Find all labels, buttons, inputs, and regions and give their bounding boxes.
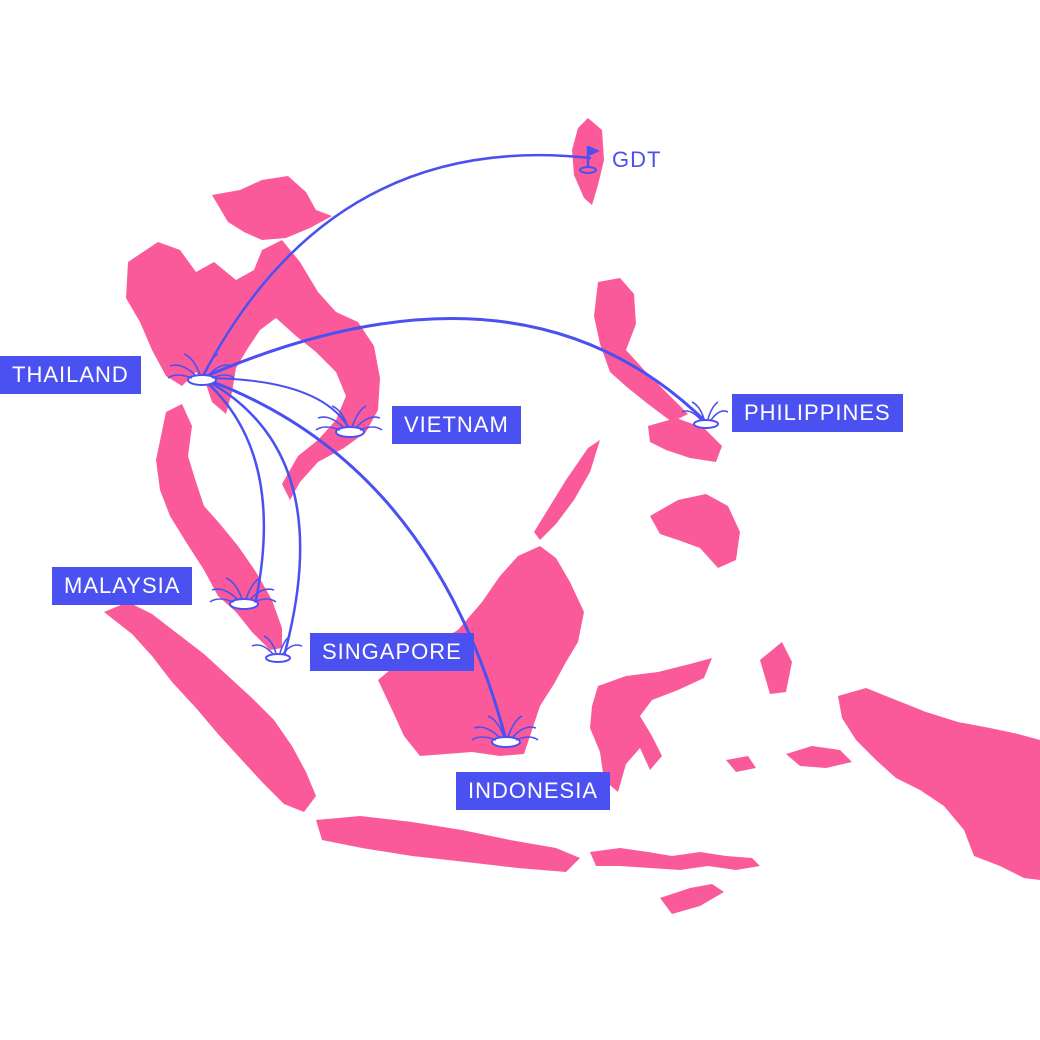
burst-icon — [681, 401, 729, 429]
buru-landmass — [726, 756, 756, 772]
origin-label-gdt: GDT — [612, 147, 662, 172]
maluku-landmass — [760, 642, 792, 694]
route-gdt-thailand — [200, 153, 592, 380]
burst-icon — [471, 715, 539, 748]
hub-label-philippines: PHILIPPINES — [732, 394, 903, 432]
visayas-landmass — [648, 418, 722, 462]
lesser-sunda-landmass — [590, 848, 760, 870]
route-thailand-indonesia — [200, 376, 508, 742]
burst-icon — [167, 353, 235, 386]
mindanao-landmass — [650, 494, 740, 568]
hub-label-malaysia: MALAYSIA — [52, 567, 193, 605]
timor-landmass — [660, 884, 724, 914]
hub-label-indonesia: INDONESIA — [456, 772, 611, 810]
route-thailand-malaysia — [200, 376, 266, 602]
hub-label-vietnam: VIETNAM — [392, 406, 521, 444]
flag-icon — [579, 146, 600, 174]
burst-icon — [251, 635, 303, 663]
route-thailand-vietnam — [201, 377, 351, 431]
south-china-landmass — [212, 176, 332, 240]
hub-label-thailand: THAILAND — [0, 356, 141, 394]
luzon-landmass — [594, 278, 688, 422]
sumatra-landmass — [104, 602, 316, 812]
palawan-landmass — [534, 440, 600, 540]
borneo-landmass — [378, 546, 584, 756]
route-thailand-philippines — [200, 317, 708, 424]
sulawesi-landmass — [590, 658, 712, 792]
burst-icon — [315, 405, 383, 438]
seram-landmass — [786, 746, 852, 768]
hub-label-singapore: SINGAPORE — [310, 633, 474, 671]
indochina-landmass — [126, 240, 380, 500]
land-masses — [104, 118, 1040, 914]
new-guinea-landmass — [838, 688, 1040, 880]
route-lines — [200, 153, 708, 742]
java-landmass — [316, 816, 580, 872]
burst-icon — [209, 577, 277, 610]
route-thailand-singapore — [200, 376, 302, 658]
